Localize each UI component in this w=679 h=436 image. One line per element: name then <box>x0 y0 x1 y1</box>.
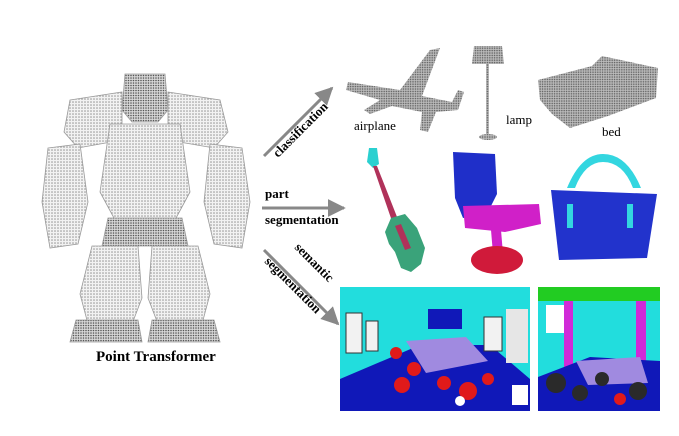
handbag-point-cloud <box>551 154 657 260</box>
guitar-point-cloud <box>367 148 425 272</box>
lamp-label: lamp <box>506 112 532 127</box>
part-segmentation-objects <box>367 148 657 274</box>
bed-point-cloud <box>538 56 658 128</box>
part-label-line1: part <box>265 186 290 201</box>
bed-label: bed <box>602 124 621 139</box>
classification-objects: airplane lamp bed <box>346 46 658 140</box>
part-label-line2: segmentation <box>265 212 339 227</box>
airplane-point-cloud <box>346 48 464 132</box>
scene-1-segmentation <box>340 287 530 411</box>
task-arrows: classification part segmentation semanti… <box>262 86 346 326</box>
semantic-segmentation-scenes <box>340 287 660 411</box>
classification-label: classification <box>270 98 332 160</box>
lamp-point-cloud <box>472 46 504 140</box>
semantic-label-line1: semantic <box>292 240 337 285</box>
scene-2-segmentation <box>538 287 660 411</box>
main-caption: Point Transformer <box>96 349 216 365</box>
robot-point-cloud <box>41 73 251 343</box>
chair-point-cloud <box>453 152 541 274</box>
airplane-label: airplane <box>354 118 396 133</box>
semantic-segmentation-arrow <box>262 248 340 326</box>
classification-arrow <box>262 86 334 158</box>
